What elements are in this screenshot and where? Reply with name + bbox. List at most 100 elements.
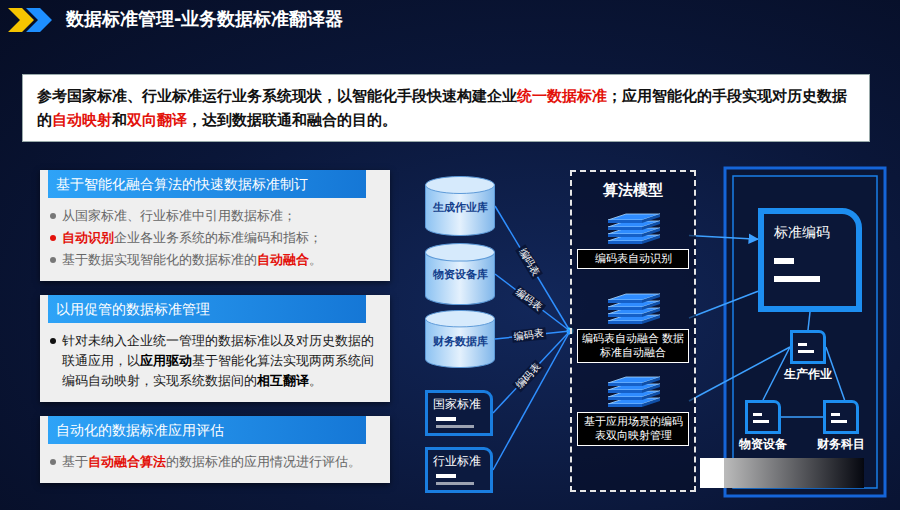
system-panel <box>725 168 885 496</box>
document-bars <box>793 333 823 361</box>
decor-shape <box>642 391 660 400</box>
decor-shape <box>642 308 660 317</box>
decor-shape <box>642 377 660 386</box>
bullet-dot <box>50 213 56 219</box>
feature-panel: 以用促管的数据标准管理针对未纳入企业统一管理的数据标准以及对历史数据的联通应用，… <box>40 295 390 402</box>
edge-label: 编码表 <box>511 328 546 344</box>
node-text: 物资设备 <box>739 436 787 453</box>
node-text: 参考国家标准、行业标准运行业务系统现状，以智能化手段快速构建企业 <box>37 87 517 105</box>
decor-shape <box>831 420 847 423</box>
intro-box: 参考国家标准、行业标准运行业务系统现状，以智能化手段快速构建企业统一数据标准；应… <box>22 74 870 142</box>
node-text: 自动化的数据标准应用评估 <box>56 422 224 438</box>
decor-shape <box>753 420 769 423</box>
decor-shape <box>642 235 660 244</box>
cylinder-label: 物资设备库 <box>425 267 495 282</box>
connector-line <box>689 347 790 401</box>
node-text: 标准编码 <box>774 224 830 240</box>
cover-patch <box>724 458 864 488</box>
decor-shape <box>608 241 642 244</box>
bullet-line: 基于自动融合算法的数据标准的应用情况进行评估。 <box>44 452 382 472</box>
node-text: 生成作业库 <box>433 201 488 214</box>
bullet-line: 自动识别企业各业务系统的标准编码和指标； <box>44 228 382 248</box>
bullet-line: 针对未纳入企业统一管理的数据标准以及对历史数据的联通应用，以应用驱动基于智能化算… <box>44 331 382 391</box>
node-text: 自动识别 <box>62 230 114 245</box>
group-heading: 算法模型 <box>572 172 694 200</box>
node-text: 的数据标准的应用情况进行评估。 <box>166 454 361 469</box>
node-text: 编码表自动识别 <box>595 252 672 265</box>
decor-shape <box>608 307 642 310</box>
bullet-dot <box>50 257 56 263</box>
decor-shape <box>774 258 794 264</box>
node-text: 自动融合 <box>257 252 309 267</box>
chevron-icon <box>26 8 52 32</box>
layer-stack-icon <box>596 208 670 248</box>
standard-label: 国家标准 <box>428 393 490 416</box>
decor-shape <box>608 314 642 317</box>
system-icon: 物资设备 <box>745 400 781 434</box>
connector-line <box>495 274 570 331</box>
standard-box: 行业标准 <box>425 447 493 493</box>
decor-shape <box>436 417 456 421</box>
node-text: 物资设备库 <box>433 268 488 281</box>
decor-shape <box>642 315 660 324</box>
standard-label: 行业标准 <box>428 450 490 473</box>
decor-shape <box>608 321 642 324</box>
node-text: 统一数据标准 <box>517 87 607 105</box>
node-text: ，达到数据联通和融合的目的。 <box>187 111 397 129</box>
node-text: 编码表自动融合 数据标准自动融合 <box>582 332 685 359</box>
algorithm-label: 基于应用场景的编码表双向映射管理 <box>577 412 689 446</box>
document-bars <box>826 403 856 431</box>
system-icon: 生产作业 <box>790 330 826 364</box>
bullet-dot <box>50 235 56 241</box>
node-text: 财务数据库 <box>433 335 488 348</box>
database-cylinder: 财务数据库 <box>425 310 495 368</box>
node-text: 双向翻译 <box>127 111 187 129</box>
decor-shape <box>426 310 495 326</box>
system-icon: 财务科目 <box>823 400 859 434</box>
decor-shape <box>642 398 660 407</box>
system-panel-inner <box>733 176 877 488</box>
layer-stack-icon <box>596 371 670 411</box>
node-text: 。 <box>309 252 322 267</box>
bullet-line: 基于数据实现智能化的数据标准的自动融合。 <box>44 250 382 270</box>
decor-shape <box>798 343 807 346</box>
standard-box: 国家标准 <box>425 390 493 436</box>
decor-shape <box>642 214 660 223</box>
header-band: 自动化的数据标准应用评估 <box>48 416 366 444</box>
node-text: 自动融合算法 <box>88 454 166 469</box>
node-text: 基于应用场景的编码表双向映射管理 <box>584 415 683 442</box>
connector-line <box>781 416 823 418</box>
bullet-line: 从国家标准、行业标准中引用数据标准； <box>44 206 382 226</box>
connector-line <box>495 206 570 331</box>
node-text: 生产作业 <box>784 366 832 383</box>
node-text: 算法模型 <box>603 181 663 199</box>
decor-shape <box>608 390 642 393</box>
decor-shape <box>642 228 660 237</box>
edge-label: 编码表 <box>515 245 543 280</box>
header-band: 基于智能化融合算法的快速数据标准制订 <box>48 170 366 198</box>
connector-line <box>493 331 570 470</box>
decor-shape <box>774 276 820 282</box>
connector-line <box>689 291 758 318</box>
node-text: 财务科目 <box>817 436 865 453</box>
node-text: 国家标准 <box>433 397 481 411</box>
node-text: 应用驱动 <box>140 353 192 368</box>
decor-shape <box>608 300 642 303</box>
decor-shape <box>436 425 474 428</box>
node-text: 相互翻译 <box>257 373 309 388</box>
bullet-dot <box>50 459 56 465</box>
decor-shape <box>608 383 642 386</box>
node-text: 自动映射 <box>52 111 112 129</box>
decor-shape <box>642 294 660 303</box>
node-text: 基于 <box>62 454 88 469</box>
decor-shape <box>831 413 840 416</box>
decor-shape <box>642 301 660 310</box>
node-text: 从国家标准、行业标准中引用数据标准； <box>62 208 296 223</box>
node-text: 基于数据实现智能化的数据标准的 <box>62 252 257 267</box>
connector-line <box>808 312 810 330</box>
decor-shape <box>436 482 474 485</box>
algorithm-item: 基于应用场景的编码表双向映射管理 <box>577 371 689 446</box>
bullet-dot <box>50 338 56 344</box>
cylinder-label: 财务数据库 <box>425 334 495 349</box>
decor-shape <box>642 384 660 393</box>
